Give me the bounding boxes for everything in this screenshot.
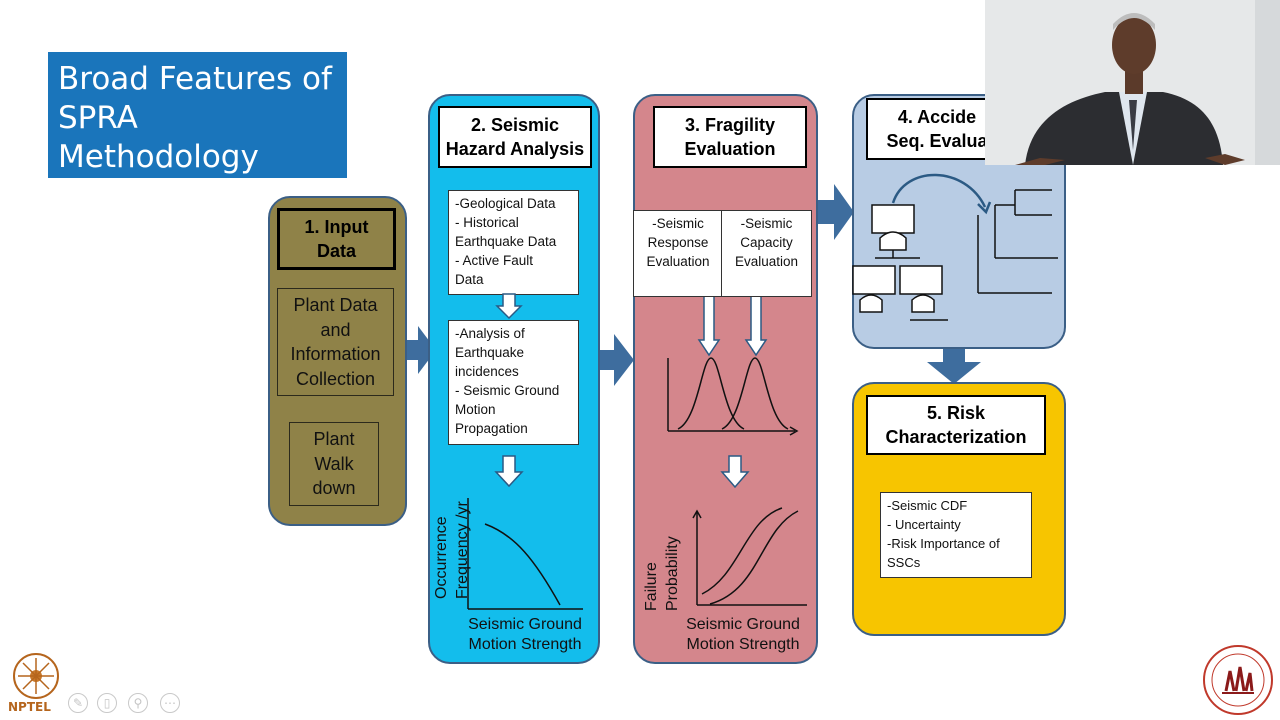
accident-header-line1: 4. Accide [897, 107, 977, 127]
fragility-header-line1: 3. Fragility [684, 115, 776, 135]
column-fragility [633, 94, 818, 664]
fragility-ylabel-line1: Failure [643, 562, 660, 611]
hazard-analysis-line: - Seismic Ground [455, 383, 560, 398]
hazard-analysis-line: Earthquake [455, 345, 525, 360]
more-icon[interactable]: ⋯ [160, 693, 180, 713]
input-data-header: 1. Input Data [277, 208, 396, 270]
slide-title-line3: Methodology [58, 139, 259, 175]
slide-title: Broad Features of SPRA Methodology [48, 52, 347, 178]
risk-line: -Risk Importance of [887, 536, 1000, 551]
risk-results-box: -Seismic CDF - Uncertainty -Risk Importa… [880, 492, 1032, 578]
seismic-response-box: -Seismic Response Evaluation [633, 210, 723, 297]
input-data-header-line2: Data [316, 241, 356, 261]
risk-line: -Seismic CDF [887, 498, 968, 513]
walkdown-line: down [312, 478, 356, 499]
hazard-analysis-line: -Analysis of [455, 326, 525, 341]
risk-line: - Uncertainty [887, 517, 961, 532]
hazard-analysis-line: Propagation [455, 421, 528, 436]
capacity-line: Evaluation [734, 254, 799, 269]
risk-characterization-header: 5. Risk Characterization [866, 395, 1046, 455]
accident-header-line2: Seq. Evalua [886, 131, 988, 151]
hazard-analysis-line: Motion [455, 402, 496, 417]
nptel-logo-text: NPTEL [8, 700, 51, 714]
pages-icon[interactable]: ▯ [97, 693, 117, 713]
response-line: -Seismic [652, 216, 704, 231]
hazard-input-line: -Geological Data [455, 196, 556, 211]
hazard-ylabel-line2: Frequency /yr [454, 501, 471, 599]
fragility-header: 3. Fragility Evaluation [653, 106, 807, 168]
plant-walkdown-box: Plant Walk down [289, 422, 379, 506]
walkdown-line: Walk [314, 453, 354, 474]
seismic-hazard-header: 2. Seismic Hazard Analysis [438, 106, 592, 168]
hollow-down-arrow [720, 455, 750, 489]
hazard-input-line: Earthquake Data [455, 234, 557, 249]
hazard-header-line1: 2. Seismic [470, 115, 560, 135]
accident-sequence-header: 4. Accide Seq. Evalua [866, 98, 1006, 160]
arrow-input-to-hazard [405, 326, 436, 374]
hazard-xlabel-line1: Seismic Ground [468, 616, 582, 633]
hazard-xlabel-line2: Motion Strength [468, 636, 582, 653]
hollow-down-arrow [697, 292, 721, 357]
earthquake-analysis-box: -Analysis of Earthquake incidences - Sei… [448, 320, 579, 445]
fragility-xlabel-line2: Motion Strength [686, 636, 800, 653]
input-data-header-line1: 1. Input [304, 217, 369, 237]
distribution-plot [667, 357, 799, 436]
zoom-icon[interactable]: ⚲ [128, 693, 148, 713]
hazard-ylabel-line1: Occurrence [433, 516, 450, 599]
hollow-down-arrow [494, 455, 524, 488]
plant-data-line: Plant Data [293, 295, 378, 315]
risk-header-line1: 5. Risk [926, 403, 986, 423]
arrow-fragility-to-accident [818, 184, 854, 240]
event-fault-tree-diagram [852, 173, 1058, 321]
fragility-xlabel: Seismic Ground Motion Strength [672, 615, 814, 655]
geological-data-box: -Geological Data - Historical Earthquake… [448, 190, 579, 295]
fragility-xlabel-line1: Seismic Ground [686, 616, 800, 633]
plant-data-line: Collection [295, 368, 376, 389]
capacity-line: Capacity [740, 235, 793, 250]
hazard-input-line: - Historical [455, 215, 519, 230]
hazard-curve-plot [467, 498, 583, 610]
arrow-hazard-to-fragility [598, 334, 634, 386]
hazard-input-line: - Active Fault [455, 253, 534, 268]
fragility-curve-plot [692, 507, 807, 606]
hazard-input-line: Data [455, 272, 484, 287]
plant-data-line: Information [290, 344, 381, 364]
capacity-line: -Seismic [740, 216, 793, 231]
plant-data-line: and [320, 319, 351, 340]
risk-line: SSCs [887, 555, 921, 570]
response-line: Response [647, 235, 709, 250]
hazard-analysis-line: incidences [455, 364, 519, 379]
seismic-capacity-box: -Seismic Capacity Evaluation [721, 210, 812, 297]
institute-seal-logo [1203, 645, 1273, 715]
slide-title-line2: SPRA [58, 100, 138, 136]
hazard-xlabel: Seismic Ground Motion Strength [455, 615, 595, 655]
nptel-logo [13, 653, 59, 699]
fragility-ylabel-line2: Probability [664, 536, 681, 611]
pen-tool-icon[interactable]: ✎ [68, 693, 88, 713]
response-line: Evaluation [646, 254, 710, 269]
hollow-down-arrow [744, 292, 768, 357]
walkdown-line: Plant [313, 429, 355, 450]
fragility-header-line2: Evaluation [684, 139, 776, 159]
presenter-video [985, 0, 1280, 165]
hollow-down-arrow [495, 293, 523, 320]
plant-data-box: Plant Data and Information Collection [277, 288, 394, 396]
risk-header-line2: Characterization [885, 427, 1027, 447]
presenter-figure [985, 0, 1280, 165]
slide-title-line1: Broad Features of [58, 61, 332, 97]
hazard-header-line2: Hazard Analysis [445, 139, 585, 159]
arrow-accident-to-risk [927, 345, 981, 384]
